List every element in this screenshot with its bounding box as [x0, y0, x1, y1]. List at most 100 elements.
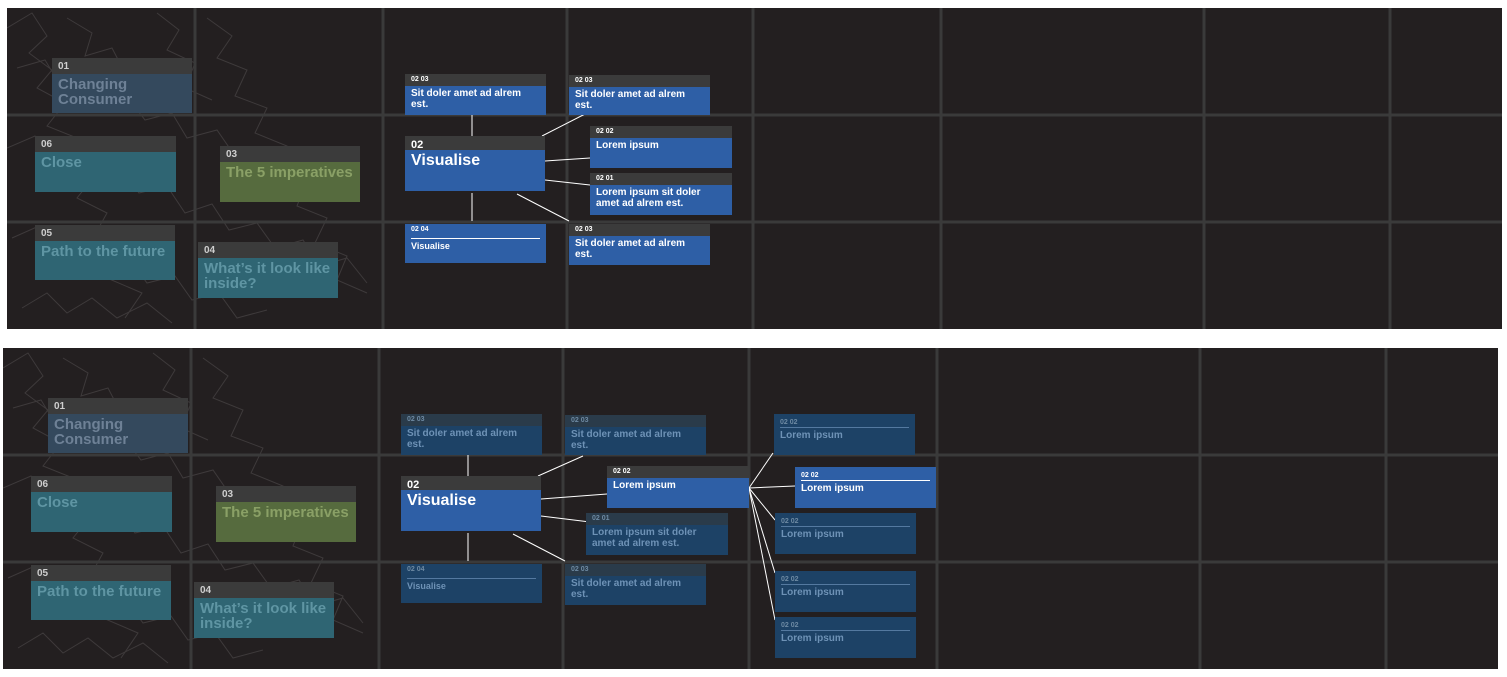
level3-card-title: Lorem ipsum: [781, 587, 844, 598]
sub-card-title: Lorem ipsum sit doler amet ad alrem est.: [592, 527, 697, 549]
sub-card[interactable]: 02 03 Sit doler amet ad alrem est.: [565, 564, 706, 605]
level3-card-number: 02 02: [781, 518, 799, 525]
connector-lines: [467, 452, 796, 621]
sub-card[interactable]: 02 04 Visualise: [401, 564, 542, 603]
level3-card-underline: [781, 584, 910, 585]
sub-card[interactable]: 02 01 Lorem ipsum sit doler amet ad alre…: [590, 173, 732, 215]
panel-bottom: 01 Changing Consumer 06 Close 03 The 5 i…: [3, 348, 1498, 669]
panel-top: 01 Changing Consumer 06 Close 03 The 5 i…: [7, 8, 1502, 329]
sub-card-title: Sit doler amet ad alrem est.: [575, 238, 686, 260]
sub-card-underline: [411, 238, 540, 239]
sub-card-title: Sit doler amet ad alrem est.: [575, 89, 686, 111]
nav-card-number: 03: [216, 486, 356, 502]
sub-card-number: 02 03: [565, 564, 706, 576]
level3-card-title: Lorem ipsum: [781, 529, 844, 540]
sub-card-title: Lorem ipsum sit doler amet ad alrem est.: [596, 187, 701, 209]
sub-card[interactable]: 02 03 Sit doler amet ad alrem est.: [401, 414, 542, 455]
level3-card-number: 02 02: [780, 419, 798, 426]
level3-card-number: 02 02: [781, 622, 799, 629]
grid-lines: [3, 348, 1498, 669]
nav-card-title: Changing Consumer: [54, 416, 129, 448]
sub-card[interactable]: 02 03 Sit doler amet ad alrem est.: [569, 224, 710, 265]
nav-card-close[interactable]: 06 Close: [35, 136, 176, 192]
level3-card-number: 02 02: [801, 472, 819, 479]
nav-card-number: 04: [198, 242, 338, 258]
nav-card-number: 05: [31, 565, 171, 581]
nav-card-title: Path to the future: [37, 583, 162, 600]
grid-lines: [7, 8, 1502, 329]
main-card-title: Visualise: [411, 152, 481, 169]
nav-card-close[interactable]: 06 Close: [31, 476, 172, 532]
sub-card[interactable]: 02 04 Visualise: [405, 224, 546, 263]
level3-card-title: Lorem ipsum: [801, 483, 864, 494]
sub-card-title: Sit doler amet ad alrem est.: [571, 429, 682, 451]
nav-card-number: 03: [220, 146, 360, 162]
nav-card-title: What’s it look like inside?: [200, 600, 327, 632]
level3-card-title: Lorem ipsum: [781, 633, 844, 644]
sub-card-selected[interactable]: 02 02 Lorem ipsum: [607, 466, 749, 508]
sub-card-number: 02 01: [590, 173, 732, 185]
main-card-visualise[interactable]: 02 Visualise: [401, 476, 541, 534]
nav-card-five-imperatives[interactable]: 03 The 5 imperatives: [216, 486, 356, 542]
sub-card-title: Visualise: [411, 241, 450, 251]
sub-card[interactable]: 02 03 Sit doler amet ad alrem est.: [405, 74, 546, 115]
sub-card-number: 02 04: [401, 564, 542, 576]
main-card-number: 02: [401, 476, 541, 491]
nav-card-number: 01: [52, 58, 192, 74]
sub-card-title: Sit doler amet ad alrem est.: [571, 578, 682, 600]
sub-card-title: Sit doler amet ad alrem est.: [407, 428, 518, 450]
sub-card-number: 02 03: [569, 75, 710, 87]
nav-card-path-to-future[interactable]: 05 Path to the future: [31, 565, 171, 620]
nav-card-five-imperatives[interactable]: 03 The 5 imperatives: [220, 146, 360, 202]
main-card-title: Visualise: [407, 492, 477, 509]
nav-card-whats-inside[interactable]: 04 What’s it look like inside?: [198, 242, 338, 298]
nav-card-title: The 5 imperatives: [226, 164, 353, 181]
sub-card[interactable]: 02 02 Lorem ipsum: [590, 126, 732, 168]
panel-top-background: [7, 8, 1502, 329]
sub-card-number: 02 04: [405, 224, 546, 236]
level3-card[interactable]: 02 02 Lorem ipsum: [775, 513, 916, 554]
sub-card-number: 02 03: [569, 224, 710, 236]
nav-card-title: Close: [41, 154, 82, 171]
sub-card-number: 02 02: [607, 466, 749, 478]
sub-card-number: 02 01: [586, 513, 728, 525]
level3-card[interactable]: 02 02 Lorem ipsum: [774, 414, 915, 455]
sub-card-title: Lorem ipsum: [596, 140, 659, 151]
nav-card-title: What’s it look like inside?: [204, 260, 331, 292]
sub-card-title: Visualise: [407, 581, 446, 591]
level3-card[interactable]: 02 02 Lorem ipsum: [775, 571, 916, 612]
level3-card-selected[interactable]: 02 02 Lorem ipsum: [795, 467, 936, 508]
nav-card-number: 06: [35, 136, 176, 152]
main-card-visualise[interactable]: 02 Visualise: [405, 136, 545, 194]
sub-card-number: 02 02: [590, 126, 732, 138]
sub-card[interactable]: 02 03 Sit doler amet ad alrem est.: [569, 75, 710, 115]
level3-card-underline: [781, 526, 910, 527]
nav-card-title: The 5 imperatives: [222, 504, 349, 521]
level3-card-number: 02 02: [781, 576, 799, 583]
level3-card-title: Lorem ipsum: [780, 430, 843, 441]
nav-card-number: 05: [35, 225, 175, 241]
nav-card-title: Path to the future: [41, 243, 166, 260]
sub-card-title: Lorem ipsum: [613, 480, 676, 491]
sub-card-number: 02 03: [401, 414, 542, 426]
sub-card[interactable]: 02 03 Sit doler amet ad alrem est.: [565, 415, 706, 455]
sub-card-title: Sit doler amet ad alrem est.: [411, 88, 522, 110]
main-card-number: 02: [405, 136, 545, 151]
level3-card-underline: [781, 630, 910, 631]
nav-card-title: Changing Consumer: [58, 76, 133, 108]
connector-lines: [471, 112, 591, 222]
sub-card[interactable]: 02 01 Lorem ipsum sit doler amet ad alre…: [586, 513, 728, 555]
nav-card-number: 01: [48, 398, 188, 414]
nav-card-path-to-future[interactable]: 05 Path to the future: [35, 225, 175, 280]
sub-card-underline: [407, 578, 536, 579]
nav-card-changing-consumer[interactable]: 01 Changing Consumer: [52, 58, 192, 113]
level3-card[interactable]: 02 02 Lorem ipsum: [775, 617, 916, 658]
level3-card-underline: [801, 480, 930, 481]
nav-card-title: Close: [37, 494, 78, 511]
nav-card-changing-consumer[interactable]: 01 Changing Consumer: [48, 398, 188, 453]
nav-card-number: 04: [194, 582, 334, 598]
nav-card-number: 06: [31, 476, 172, 492]
sub-card-number: 02 03: [405, 74, 546, 86]
sub-card-number: 02 03: [565, 415, 706, 427]
nav-card-whats-inside[interactable]: 04 What’s it look like inside?: [194, 582, 334, 638]
